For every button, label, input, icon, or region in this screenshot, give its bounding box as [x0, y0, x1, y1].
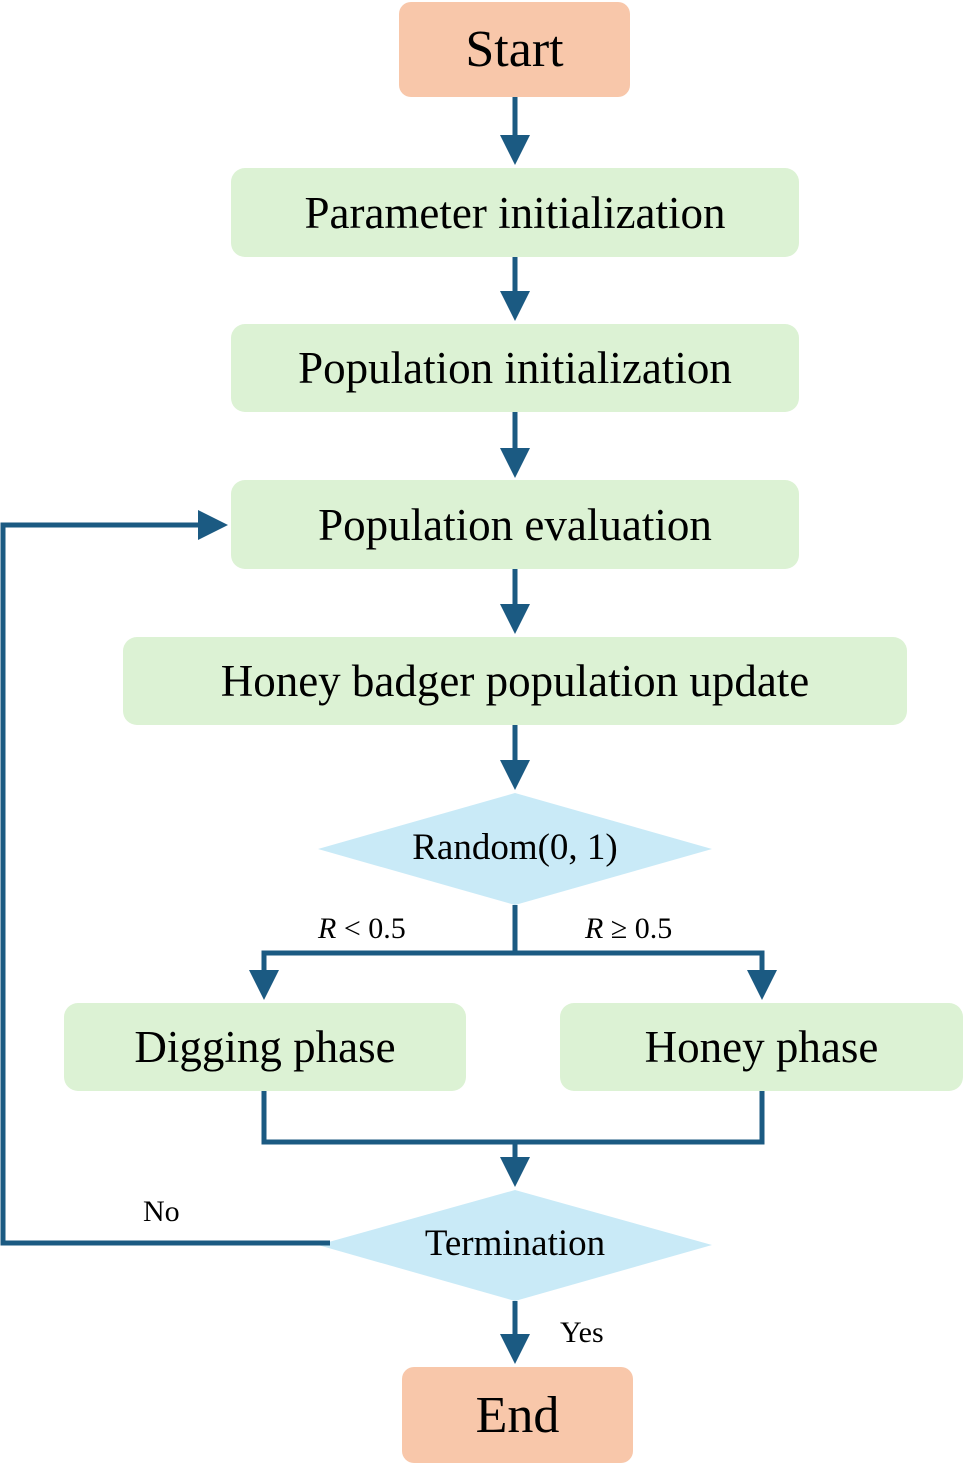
r-geq-variable: R [585, 912, 604, 945]
end-label: End [475, 1386, 560, 1444]
population-evaluation-label: Population evaluation [318, 499, 712, 550]
start-node: Start [399, 2, 630, 97]
arrow-no-loop-back [0, 510, 330, 1246]
parameter-initialization-label: Parameter initialization [304, 187, 726, 238]
no-label: No [143, 1195, 180, 1228]
population-initialization-label: Population initialization [298, 343, 732, 393]
termination-label: Termination [424, 1223, 606, 1264]
merge-connector [261, 1091, 765, 1145]
end-node: End [402, 1367, 633, 1463]
parameter-initialization-node: Parameter initialization [231, 168, 799, 257]
r-geq-condition: ≥ 0.5 [603, 912, 673, 945]
digging-phase-node: Digging phase [64, 1003, 466, 1091]
digging-phase-label: Digging phase [134, 1022, 396, 1072]
random-decision-diamond [318, 793, 712, 905]
population-initialization-node: Population initialization [231, 324, 799, 412]
honey-phase-label: Honey phase [644, 1022, 879, 1072]
r-less-variable: R [318, 912, 337, 945]
r-less-than-label: R < 0.5 [318, 912, 406, 946]
arrow-to-honey-phase [515, 950, 777, 1000]
honey-badger-update-label: Honey badger population update [220, 656, 810, 706]
start-label: Start [465, 21, 564, 78]
population-evaluation-node: Population evaluation [231, 480, 799, 569]
random-decision-label: Random(0, 1) [412, 827, 618, 868]
yes-label: Yes [560, 1316, 604, 1349]
honey-badger-update-node: Honey badger population update [123, 637, 907, 725]
termination-decision-diamond [318, 1190, 712, 1301]
r-greater-equal-label: R ≥ 0.5 [585, 912, 672, 946]
r-less-condition: < 0.5 [336, 912, 406, 945]
arrow-to-digging-phase [249, 950, 515, 1000]
honey-phase-node: Honey phase [560, 1003, 963, 1091]
